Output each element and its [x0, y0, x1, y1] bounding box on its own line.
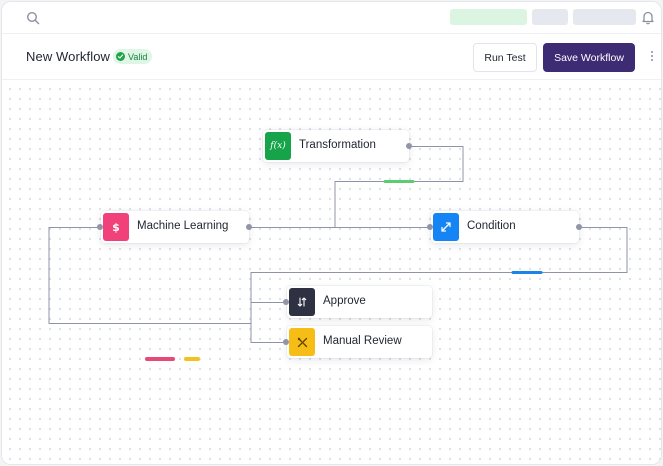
tools-icon — [289, 328, 315, 356]
dollar-icon: $ — [103, 213, 129, 241]
check-circle-icon — [116, 52, 125, 61]
node-transformation[interactable]: f(x) Transformation — [263, 130, 412, 162]
status-badge-label: Valid — [128, 51, 148, 62]
legend-bar-yellow — [184, 357, 200, 361]
function-icon: f(x) — [265, 132, 291, 160]
bell-icon[interactable] — [641, 10, 655, 25]
output-port[interactable] — [576, 224, 582, 230]
wire-transformation-to-condition — [334, 146, 464, 228]
output-port[interactable] — [246, 224, 252, 230]
expand-arrows-icon — [433, 213, 459, 241]
node-approve[interactable]: Approve — [283, 286, 432, 318]
top-bar — [2, 2, 661, 34]
input-port[interactable] — [283, 299, 289, 305]
save-workflow-button[interactable]: Save Workflow — [543, 43, 635, 72]
search-icon[interactable] — [26, 11, 40, 25]
legend-bar-pink — [145, 357, 175, 361]
node-machine-learning[interactable]: $ Machine Learning — [97, 211, 252, 243]
input-port[interactable] — [97, 224, 103, 230]
placeholder-pill — [573, 9, 636, 25]
more-options-icon[interactable] — [650, 51, 654, 65]
node-label: Transformation — [299, 139, 376, 151]
node-label: Condition — [467, 220, 516, 232]
wire-condition-to-branches — [250, 227, 628, 343]
wire-machine-learning-input — [48, 227, 251, 324]
node-label: Approve — [323, 295, 366, 307]
sort-arrows-icon — [289, 288, 315, 316]
function-glyph: f(x) — [270, 141, 286, 151]
placeholder-pill — [532, 9, 568, 25]
node-manual-review[interactable]: Manual Review — [283, 326, 432, 358]
connection-wires — [48, 146, 628, 343]
node-label: Machine Learning — [137, 220, 229, 232]
output-port[interactable] — [406, 143, 412, 149]
input-port[interactable] — [283, 339, 289, 345]
node-label: Manual Review — [323, 335, 402, 347]
page-title: New Workflow — [26, 49, 111, 64]
workflow-canvas[interactable]: f(x) Transformation $ Machine Learning C… — [2, 81, 661, 464]
node-condition[interactable]: Condition — [427, 211, 582, 243]
input-port[interactable] — [427, 224, 433, 230]
status-badge: Valid — [113, 49, 153, 64]
status-placeholder-pill — [450, 9, 527, 25]
workflow-header: New Workflow Valid Run Test Save Workflo… — [2, 35, 661, 80]
dollar-glyph: $ — [112, 220, 120, 234]
run-test-button[interactable]: Run Test — [473, 43, 537, 72]
